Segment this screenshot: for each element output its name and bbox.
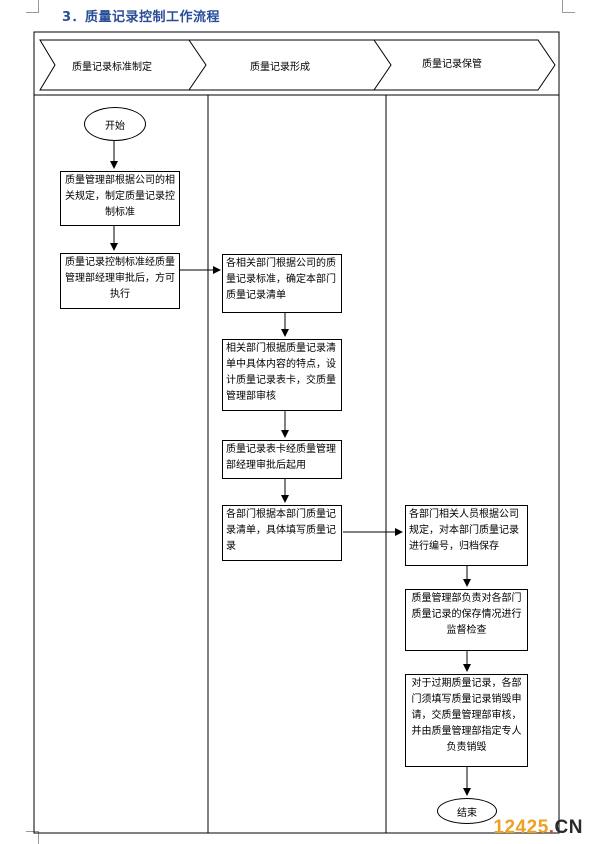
step-create-standard: 质量管理部根据公司的相关规定，制定质量记录控制标准	[60, 171, 180, 226]
corner-mark-top-right	[562, 0, 575, 13]
step-approve-standard: 质量记录控制标准经质量管理部经理审批后，方可执行	[60, 253, 180, 309]
end-node: 结束	[437, 798, 497, 824]
corner-mark-top-left	[26, 0, 39, 13]
step-determine-list: 各相关部门根据公司的质量记录标准，确定本部门质量记录清单	[222, 254, 342, 313]
watermark-domain: CN	[554, 817, 583, 838]
lane-header-storage: 质量记录保管	[422, 59, 482, 70]
lane-header-formation: 质量记录形成	[250, 62, 310, 73]
header-chevron-3	[373, 39, 556, 91]
page-title: 3．质量记录控制工作流程	[62, 10, 221, 25]
step-supervise-storage: 质量管理部负责对各部门质量记录的保存情况进行监督检查	[405, 589, 528, 651]
lane-header-standard: 质量记录标准制定	[72, 62, 152, 73]
watermark-logo: 12425.CN	[493, 817, 583, 839]
start-node: 开始	[84, 107, 146, 141]
corner-mark-bottom-left	[26, 831, 39, 844]
watermark-number: 12425	[493, 817, 549, 838]
watermark-dot: .	[548, 817, 555, 838]
step-design-forms: 相关部门根据质量记录清单中具体内容的特点，设计质量记录表卡，交质量管理部审核	[222, 339, 342, 411]
step-approve-forms: 质量记录表卡经质量管理部经理审批后起用	[222, 440, 342, 479]
step-destroy-records: 对于过期质量记录，各部门须填写质量记录销毁申请，交质量管理部审核，并由质量管理部…	[405, 674, 528, 767]
step-archive-records: 各部门相关人员根据公司规定，对本部门质量记录进行编号，归档保存	[405, 505, 528, 566]
swimlane-frame	[33, 31, 560, 834]
step-fill-records: 各部门根据本部门质量记录清单，具体填写质量记录	[222, 505, 342, 561]
